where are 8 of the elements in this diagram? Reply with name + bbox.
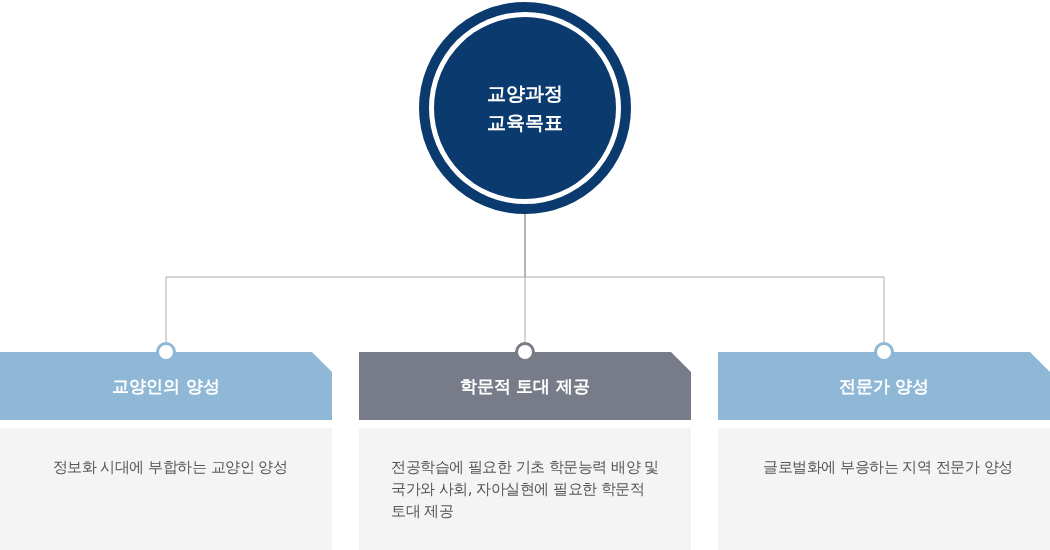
description-box: 전공학습에 필요한 기초 학문능력 배양 및 국가와 사회, 자아실현에 필요한 학문적 토대 제공 xyxy=(359,428,691,550)
goal-circle: 교양과정 교육목표 xyxy=(419,2,631,214)
category-header: 교양인의 양성 xyxy=(0,352,332,420)
category-header: 전문가 양성 xyxy=(718,352,1050,420)
connector-line xyxy=(524,213,894,362)
category-header: 학문적 토대 제공 xyxy=(359,352,691,420)
description-box: 정보화 시대에 부합하는 교양인 양성 xyxy=(0,428,332,550)
description-box: 글로벌화에 부응하는 지역 전문가 양성 xyxy=(718,428,1050,550)
